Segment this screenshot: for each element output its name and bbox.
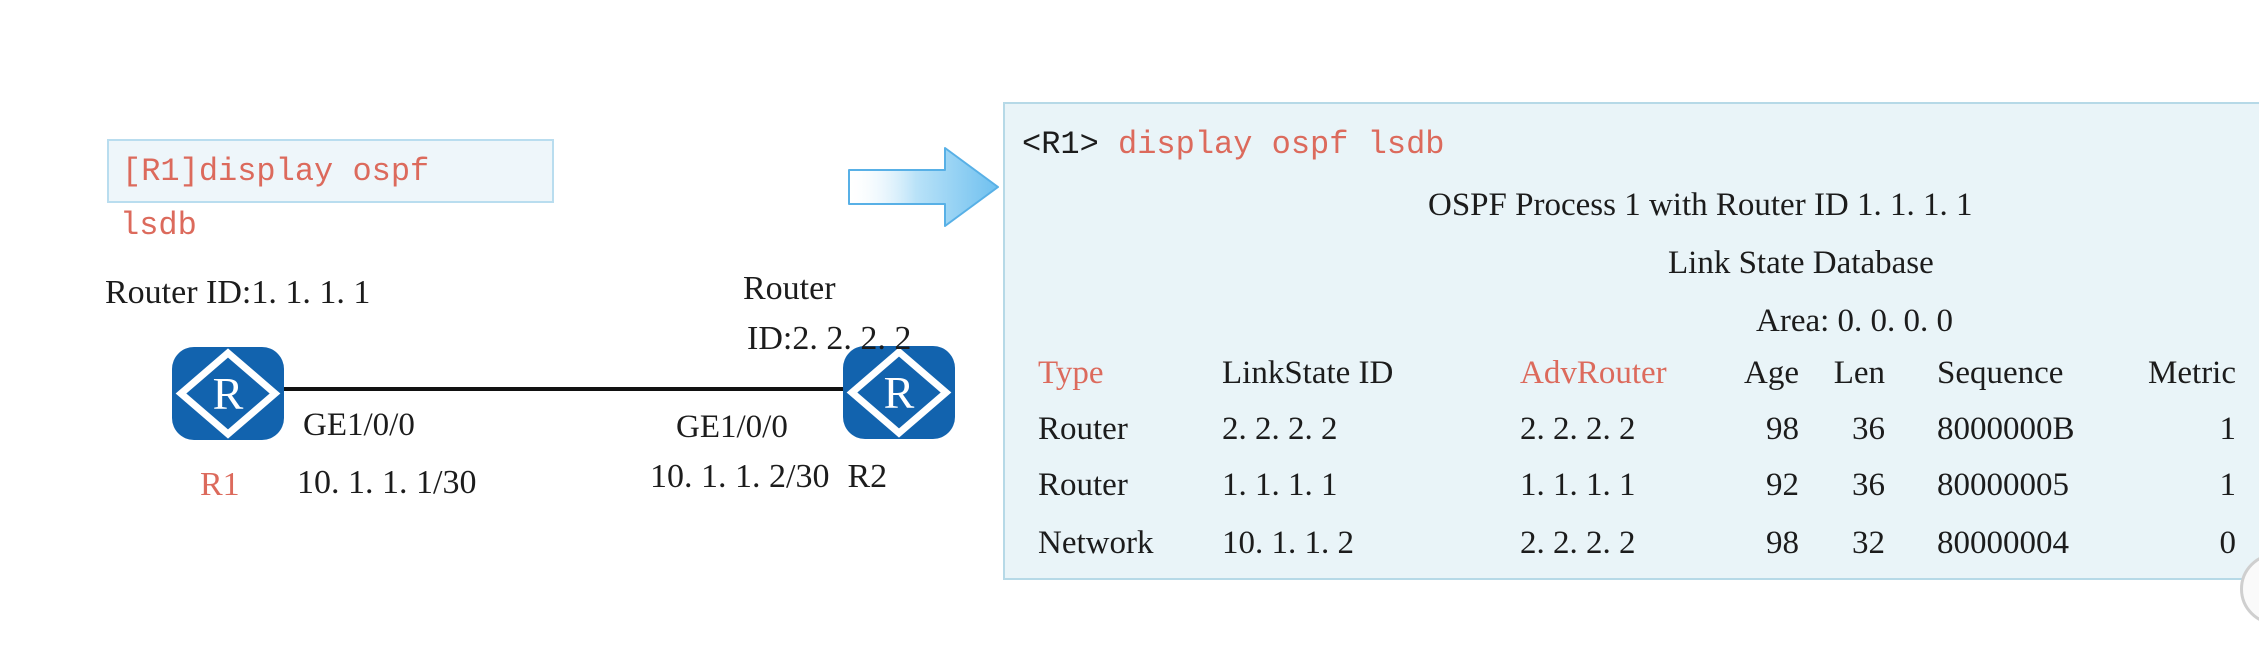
router1-icon: R <box>172 347 284 440</box>
cell-type: Router <box>1038 467 1128 503</box>
router2-interface-label: GE1/0/0 <box>676 409 788 445</box>
router2-icon-letter: R <box>884 367 915 418</box>
header-type: Type <box>1038 355 1104 391</box>
terminal-output-panel: <R1> display ospf lsdb OSPF Process 1 wi… <box>1003 102 2259 580</box>
lsdb-table-header-row: Type LinkState ID AdvRouter Age Len Sequ… <box>1038 354 2259 394</box>
terminal-command: display ospf lsdb <box>1118 126 1445 163</box>
cell-len: 32 <box>1852 525 1885 561</box>
header-metric: Metric <box>2148 355 2236 391</box>
router2-ip-label: 10. 1. 1. 2/30 <box>650 458 830 495</box>
cell-sequence: 80000005 <box>1937 467 2069 503</box>
cell-age: 98 <box>1766 411 1799 447</box>
cell-age: 98 <box>1766 525 1799 561</box>
router1-icon-letter: R <box>213 368 244 419</box>
router1-interface-label: GE1/0/0 <box>303 407 415 443</box>
router-diamond-icon: R <box>846 347 952 438</box>
cli-command-wrap-text: lsdb <box>120 207 197 244</box>
cell-type: Router <box>1038 411 1128 447</box>
header-advrouter: AdvRouter <box>1520 355 1667 391</box>
header-len: Len <box>1833 355 1885 391</box>
cell-advrouter: 2. 2. 2. 2 <box>1520 411 1636 447</box>
cell-type: Network <box>1038 525 1154 561</box>
cell-linkstate-id: 2. 2. 2. 2 <box>1222 411 1338 447</box>
terminal-prompt: <R1> <box>1022 126 1119 163</box>
ospf-process-line: OSPF Process 1 with Router ID 1. 1. 1. 1 <box>1428 187 1973 223</box>
cli-command-text: [R1]display ospf <box>122 153 430 190</box>
cell-len: 36 <box>1852 411 1885 447</box>
cell-metric: 1 <box>2219 411 2237 447</box>
cell-linkstate-id: 10. 1. 1. 2 <box>1222 525 1354 561</box>
ethernet-link-line <box>280 387 850 391</box>
cell-metric: 0 <box>2219 525 2237 561</box>
cell-age: 92 <box>1766 467 1799 503</box>
cell-advrouter: 1. 1. 1. 1 <box>1520 467 1636 503</box>
cell-metric: 1 <box>2219 467 2237 503</box>
cli-command-box: [R1]display ospf <box>107 139 554 203</box>
area-line: Area: 0. 0. 0. 0 <box>1756 303 1954 339</box>
header-linkstate-id: LinkState ID <box>1222 355 1394 391</box>
right-arrow-icon <box>848 145 1000 229</box>
cell-linkstate-id: 1. 1. 1. 1 <box>1222 467 1338 503</box>
lsdb-table-row: Router 1. 1. 1. 1 1. 1. 1. 1 92 36 80000… <box>1038 466 2259 506</box>
cell-sequence: 80000004 <box>1937 525 2069 561</box>
router1-ip-label: 10. 1. 1. 1/30 <box>297 464 477 501</box>
header-age: Age <box>1744 355 1799 391</box>
router2-id-label-line2: ID:2. 2. 2. 2 <box>747 320 912 357</box>
header-sequence: Sequence <box>1937 355 2064 391</box>
router-diamond-icon: R <box>175 348 281 439</box>
router2-icon: R <box>843 346 955 439</box>
router2-ip-line: 10. 1. 1. 2/30 R2 <box>650 458 887 496</box>
lsdb-table-row: Network 10. 1. 1. 2 2. 2. 2. 2 98 32 800… <box>1038 524 2259 564</box>
cell-len: 36 <box>1852 467 1885 503</box>
link-state-database-line: Link State Database <box>1668 245 1934 281</box>
router2-name-label: R2 <box>847 458 888 495</box>
cell-advrouter: 2. 2. 2. 2 <box>1520 525 1636 561</box>
router1-name-label: R1 <box>200 466 240 503</box>
terminal-command-line: <R1> display ospf lsdb <box>1022 126 1444 164</box>
router1-id-label: Router ID:1. 1. 1. 1 <box>105 274 371 311</box>
lsdb-table-row: Router 2. 2. 2. 2 2. 2. 2. 2 98 36 80000… <box>1038 410 2259 450</box>
cell-sequence: 8000000B <box>1937 411 2075 447</box>
router2-id-label-line1: Router <box>743 270 836 307</box>
